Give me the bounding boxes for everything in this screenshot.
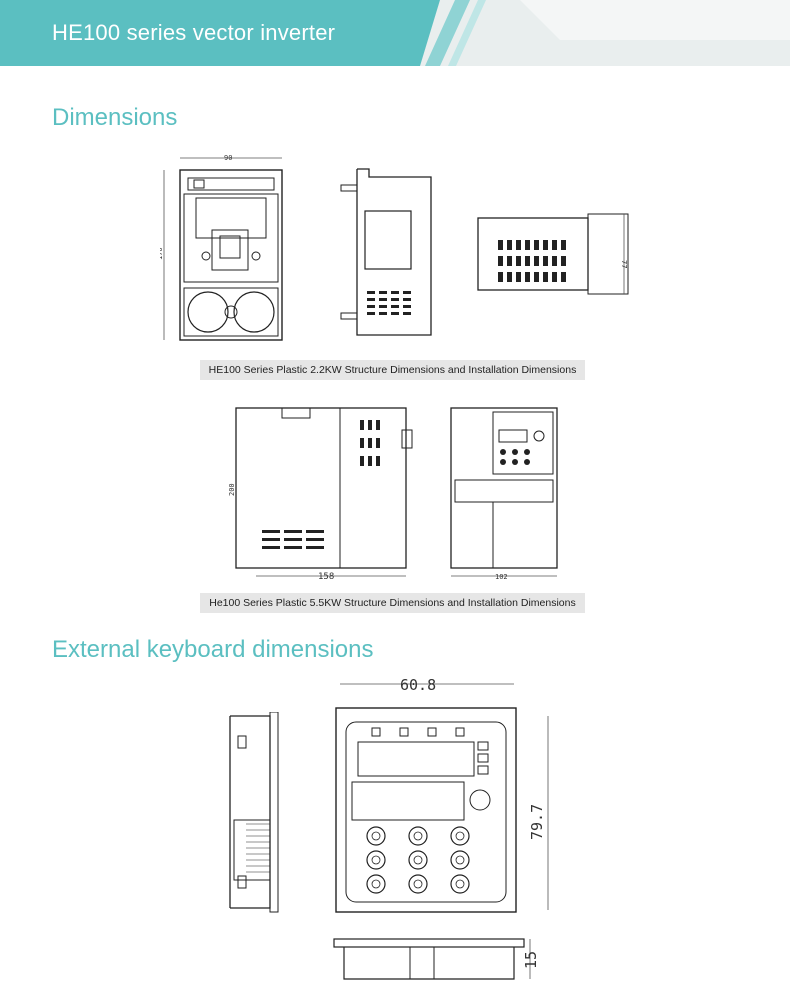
page-title: HE100 series vector inverter [52,20,336,45]
depth-dim-label: 158 [318,572,334,582]
keyboard-side-view [226,712,286,914]
caption-5-5kw: He100 Series Plastic 5.5KW Structure Dim… [200,593,585,613]
header-banner: HE100 series vector inverter [0,0,790,66]
keyboard-bottom-view: 15 [330,935,560,987]
height-dim-label: 170 [160,247,164,260]
height-dim-label: 200 [228,483,236,496]
keyboard-heading: External keyboard dimensions [52,636,374,663]
drawing-2-2kw-front-view: 90 170 [160,150,290,345]
caption-2-2kw: HE100 Series Plastic 2.2KW Structure Dim… [200,360,585,380]
drawing-2-2kw-top-view: 77 [470,210,630,300]
header-decoration [420,0,790,66]
keyboard-thickness-label: 15 [522,951,540,969]
width-dim-label: 102 [495,573,508,581]
drawing-5-5kw-side-view: 200 158 [222,400,422,585]
keyboard-height-label: 79.7 [528,804,546,840]
depth-dim-label: 77 [620,260,628,268]
width-dim-label: 90 [224,154,232,162]
drawing-5-5kw-front-view: 102 [445,400,565,585]
drawing-2-2kw-side-view [335,165,445,345]
dimensions-heading: Dimensions [52,104,178,131]
keyboard-front-view: 60.8 79.7 [328,670,558,920]
keyboard-width-label: 60.8 [400,676,436,694]
